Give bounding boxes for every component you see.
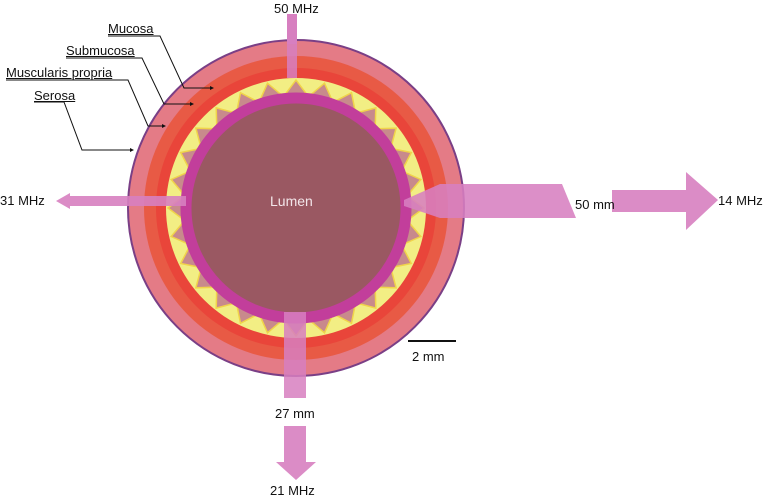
bottom-frequency-label: 21 MHz: [270, 484, 315, 497]
right-beam-arrow: [612, 172, 718, 230]
bottom-beam-arrow: [276, 426, 316, 480]
mucosa-label: Mucosa: [108, 22, 154, 35]
scale-bar-label: 2 mm: [412, 350, 445, 363]
right-frequency-label: 14 MHz: [718, 194, 763, 207]
lumen-label: Lumen: [270, 194, 313, 208]
top-beam-exit: [287, 14, 297, 44]
bottom-distance-label: 27 mm: [275, 407, 315, 420]
top-frequency-label: 50 MHz: [274, 2, 319, 15]
right-beam-band: [404, 184, 576, 218]
top-beam-segment: [287, 40, 297, 78]
serosa-label: Serosa: [34, 89, 75, 102]
bottom-beam-segment: [284, 312, 306, 398]
muscularis-propria-label: Muscularis propria: [6, 66, 112, 79]
left-frequency-label: 31 MHz: [0, 194, 45, 207]
right-distance-label: 50 mm: [575, 198, 615, 211]
submucosa-label: Submucosa: [66, 44, 135, 57]
